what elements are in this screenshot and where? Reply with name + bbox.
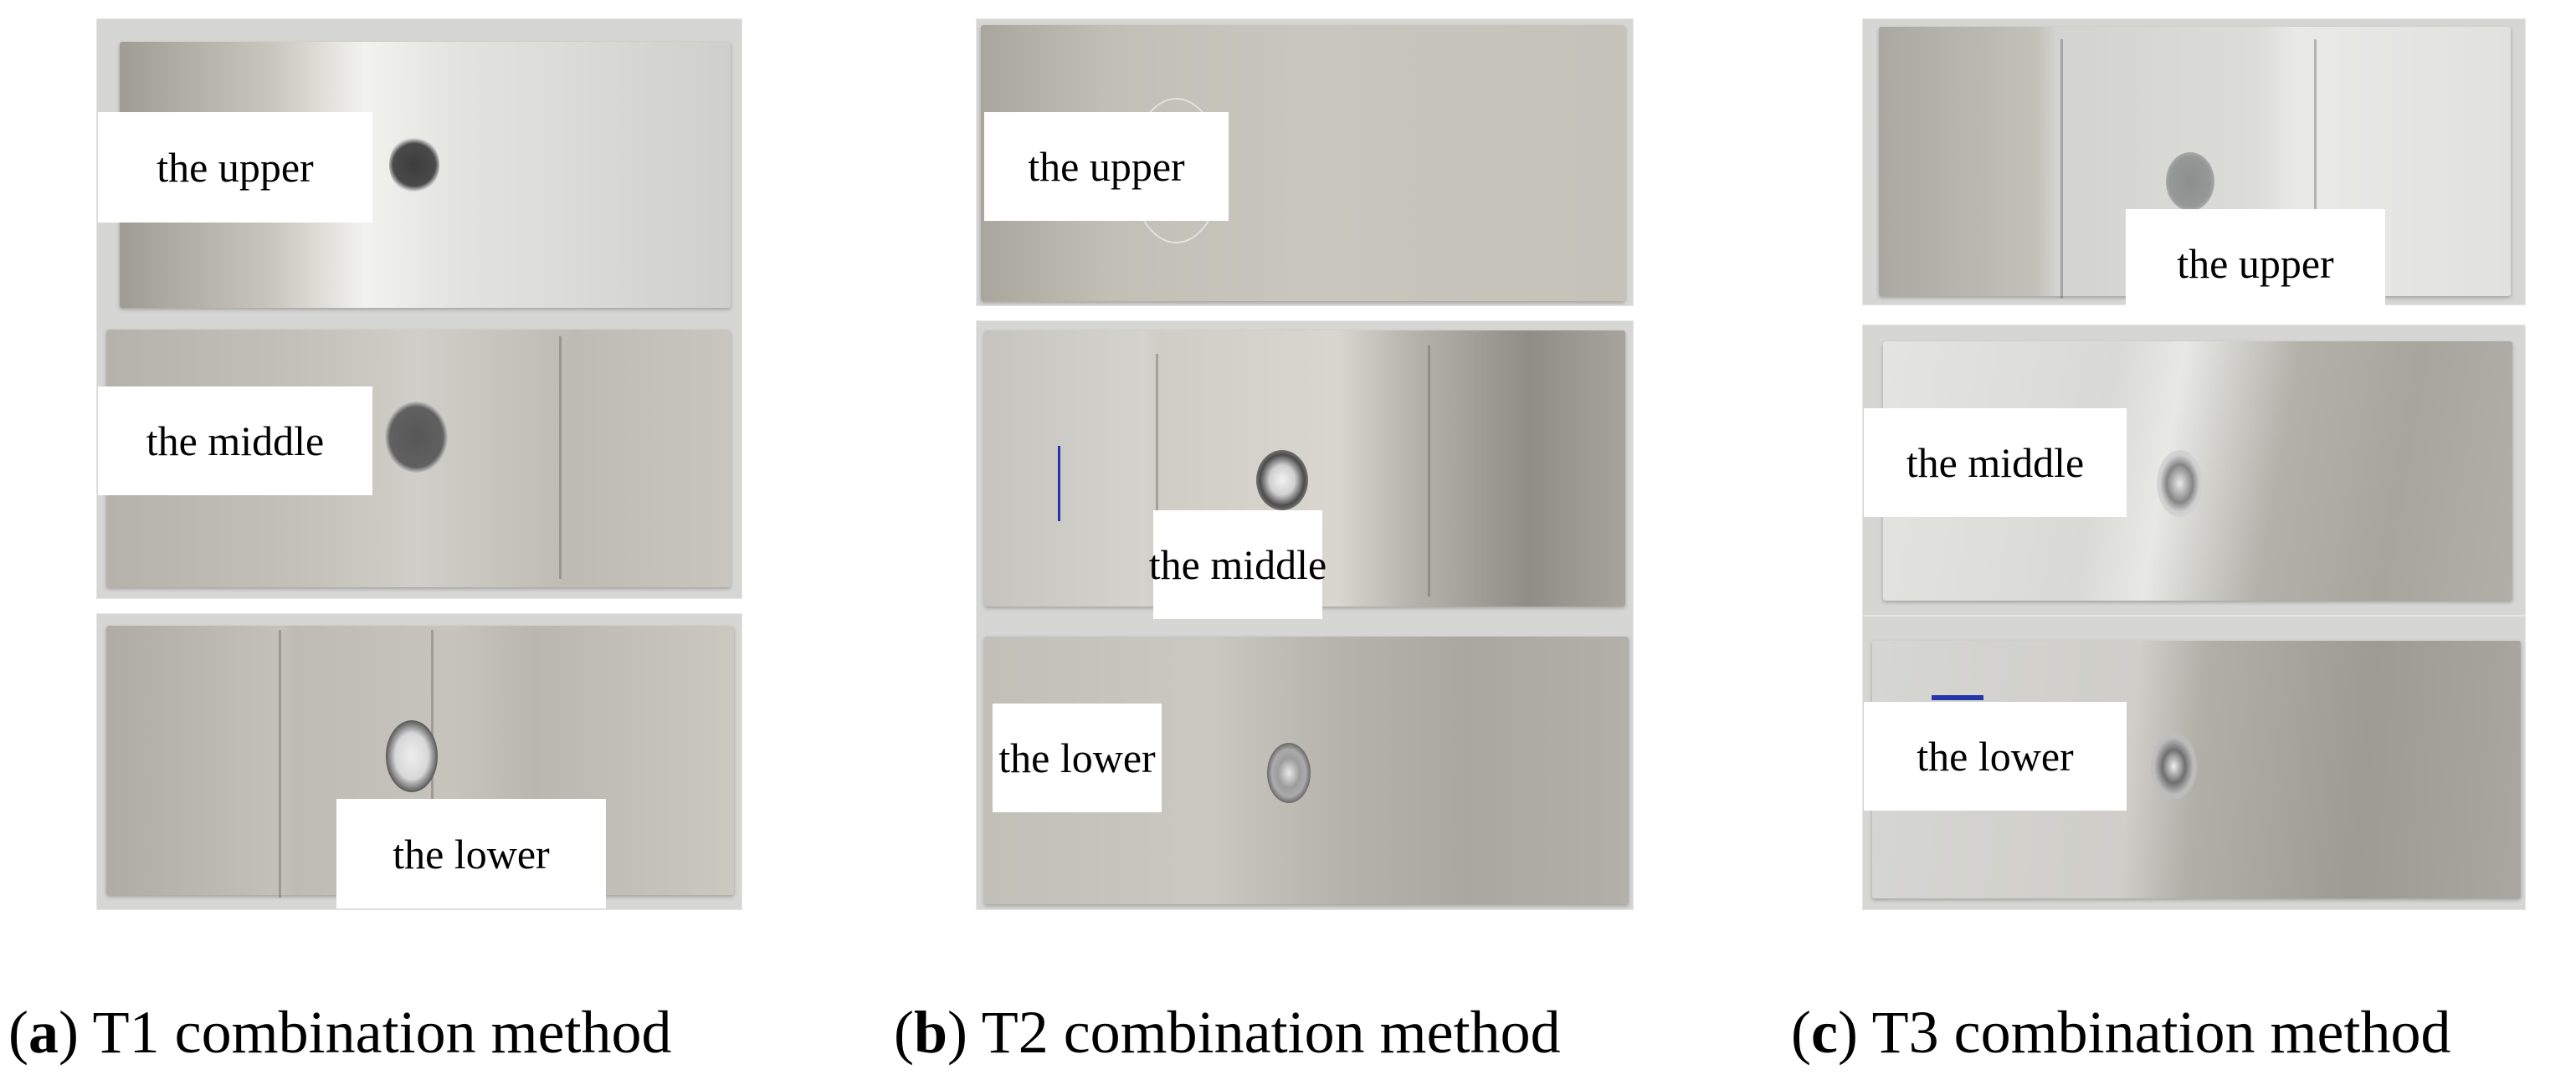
label-upper: the upper [2126,209,2385,305]
rivet-joint-lower [386,720,438,792]
caption-a-text: T1 combination method [92,999,672,1066]
label-lower: the lower [993,704,1162,812]
overlap-seam [559,336,562,579]
label-middle: the middle [1149,510,1326,619]
panel-b-photo-middle-lower: the middle the lower [976,320,1634,910]
rivet-joint-middle [385,402,448,473]
panel-a-photo-upper-middle: the upper the middle [96,18,742,599]
panel-a-photo-lower: the lower [96,613,742,910]
rivet-joint-lower [1267,743,1311,803]
rivet-joint-upper [2166,152,2214,211]
caption-b: (b) T2 combination method [894,999,1561,1066]
caption-a: (a) T1 combination method [8,999,672,1066]
caption-a-letter: a [28,999,59,1066]
overlap-seam-right [1428,345,1430,596]
panel-c-photo-lower: the lower [1862,616,2526,910]
overlap-seam-left [2060,39,2063,299]
caption-c-letter: c [1810,999,1838,1066]
caption-c: (c) T3 combination method [1791,999,2451,1066]
caption-b-letter: b [913,999,948,1066]
overlap-seam-left [1156,354,1158,605]
caption-c-text: T3 combination method [1871,999,2451,1066]
label-upper: the upper [98,112,372,223]
panel-c-photo-middle: the middle [1862,325,2526,616]
overlap-seam-left [279,630,281,898]
label-middle: the middle [1864,408,2127,517]
caption-b-text: T2 combination method [981,999,1561,1066]
panel-c-photo-upper: the upper [1862,18,2526,305]
label-upper: the upper [984,112,1229,221]
pen-mark [1932,695,1983,700]
overlap-seam-right [2314,39,2317,299]
rivet-joint-lower [2151,733,2197,800]
rivet-joint-middle [2157,450,2203,517]
label-lower: the lower [336,799,606,908]
label-lower: the lower [1864,702,2127,811]
panel-b-photo-upper: the upper [976,18,1634,306]
label-middle: the middle [98,386,372,495]
rivet-joint-middle [1256,450,1308,510]
pen-mark [1058,446,1060,521]
rivet-joint-upper [389,136,439,194]
